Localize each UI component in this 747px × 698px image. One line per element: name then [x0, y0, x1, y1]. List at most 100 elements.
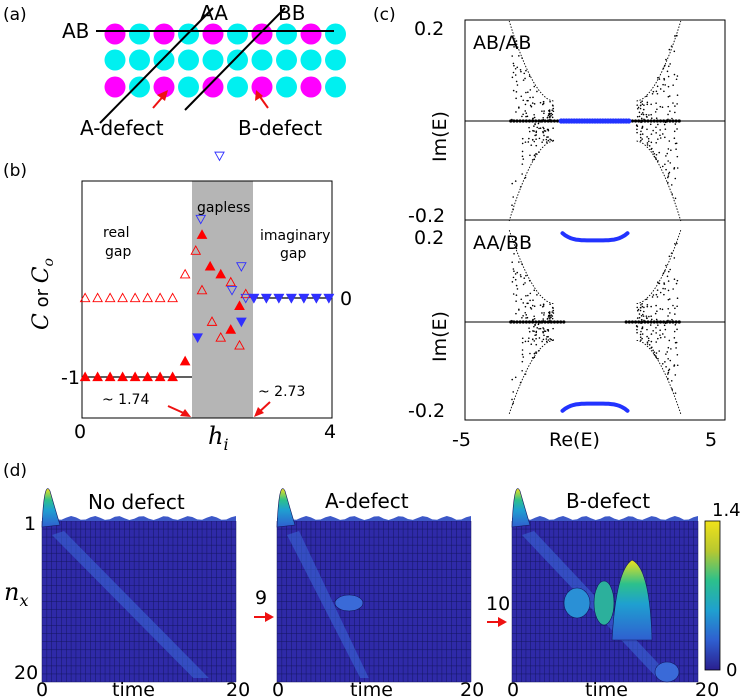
eigenvalue-point [511, 204, 513, 207]
eigenvalue-point [648, 114, 650, 116]
c-ytick-bot-0p2: 0.2 [414, 227, 444, 249]
eigenvalue-point [529, 292, 532, 295]
eigenvalue-point [524, 141, 527, 143]
real-eigenvalue [540, 119, 544, 123]
eigenvalue-point [667, 298, 670, 301]
eigenvalue-point [531, 304, 534, 307]
eigenvalue-point [529, 96, 531, 99]
data-point [154, 292, 166, 303]
eigenvalue-point [647, 339, 650, 342]
eigenvalue-point [521, 369, 523, 372]
eigenvalue-point [670, 149, 672, 152]
eigenvalue-point [514, 376, 517, 379]
eigenvalue-point [666, 152, 669, 155]
eigenvalue-point [650, 305, 652, 308]
eigenvalue-point [647, 137, 650, 140]
real-eigenvalue [646, 119, 650, 123]
imaginary-eigenvalue-arc [560, 231, 630, 243]
eigenvalue-point [640, 139, 642, 142]
eigenvalue-point [539, 327, 542, 330]
eigenvalue-point [661, 308, 664, 311]
eigenvalue-point [545, 338, 548, 340]
eigenvalue-point [676, 75, 679, 77]
defect-bump [563, 587, 591, 619]
eigenvalue-point [516, 84, 519, 86]
eigenvalue-point [676, 305, 678, 308]
eigenvalue-point [659, 134, 661, 137]
eigenvalue-point [641, 126, 644, 129]
eigenvalue-point [533, 305, 536, 308]
data-point [117, 292, 128, 303]
eigenvalue-point [529, 299, 531, 302]
eigenvalue-point [552, 312, 555, 314]
data-point [226, 285, 238, 296]
eigenvalue-point [521, 137, 524, 140]
region-imaginary: imaginary [260, 228, 330, 244]
eigenvalue-point [673, 167, 676, 169]
eigenvalue-point [638, 115, 641, 118]
eigenvalue-point [515, 97, 517, 100]
eigenvalue-point [526, 316, 529, 319]
data-point [117, 371, 128, 382]
eigenvalue-point [552, 107, 555, 110]
d-xtick-0c: 0 [507, 679, 519, 698]
eigenvalue-point [525, 69, 527, 72]
eigenvalue-point [527, 294, 529, 297]
eigenvalue-point [676, 167, 679, 169]
eigenvalue-point [655, 141, 658, 144]
eigenvalue-point [638, 111, 641, 114]
eigenvalue-point [535, 334, 537, 336]
eigenvalue-point [661, 133, 664, 135]
d-row-1: 1 [24, 513, 36, 535]
data-point [79, 371, 91, 382]
c-bottom-ylabel: Im(E) [429, 311, 451, 362]
real-eigenvalue [552, 119, 557, 123]
eigenvalue-point [667, 307, 670, 310]
real-eigenvalue [515, 119, 519, 123]
eigenvalue-point [649, 123, 652, 126]
eigenvalue-point [657, 123, 659, 126]
eigenvalue-point [512, 293, 515, 295]
eigenvalue-point [673, 137, 676, 140]
eigenvalue-point [661, 362, 664, 365]
eigenvalue-point [512, 391, 515, 393]
real-eigenvalue [531, 320, 535, 324]
eigenvalue-point [646, 101, 649, 104]
eigenvalue-point [650, 117, 653, 120]
eigenvalue-point [670, 184, 673, 186]
eigenvalue-point [665, 155, 667, 157]
eigenvalue-point [514, 67, 517, 70]
eigenvalue-point [639, 309, 642, 312]
bb-line [184, 7, 286, 111]
eigenvalue-point [674, 197, 677, 200]
region-gapless: gapless [197, 200, 250, 216]
eigenvalue-point [659, 329, 661, 332]
xtick-0: 0 [74, 421, 86, 443]
eigenvalue-point [521, 115, 523, 118]
initial-peak [511, 488, 531, 528]
eigenvalue-point [652, 294, 655, 296]
real-eigenvalue [668, 320, 672, 324]
eigenvalue-point [511, 378, 514, 381]
data-point [234, 300, 245, 311]
eigenvalue-point [551, 113, 554, 116]
eigenvalue-point [676, 328, 678, 331]
xtick-4: 4 [324, 421, 336, 443]
d-title-no-defect: No defect [88, 490, 185, 514]
eigenvalue-point [511, 281, 514, 283]
real-eigenvalue [633, 119, 638, 123]
plot-c-bottom-frame [464, 219, 726, 421]
lattice-site [300, 23, 322, 45]
eigenvalue-point [514, 74, 517, 76]
eigenvalue-point [536, 294, 538, 296]
eigenvalue-point [641, 337, 643, 340]
eigenvalue-point [527, 91, 529, 94]
imaginary-eigenvalue-arc [560, 401, 630, 413]
eigenvalue-point [512, 276, 515, 279]
real-eigenvalue [555, 320, 560, 324]
eigenvalue-point [545, 138, 548, 141]
lattice-site [178, 76, 199, 98]
eigenvalue-point [652, 349, 654, 352]
eigenvalue-point [671, 388, 673, 391]
eigenvalue-point [652, 150, 654, 153]
